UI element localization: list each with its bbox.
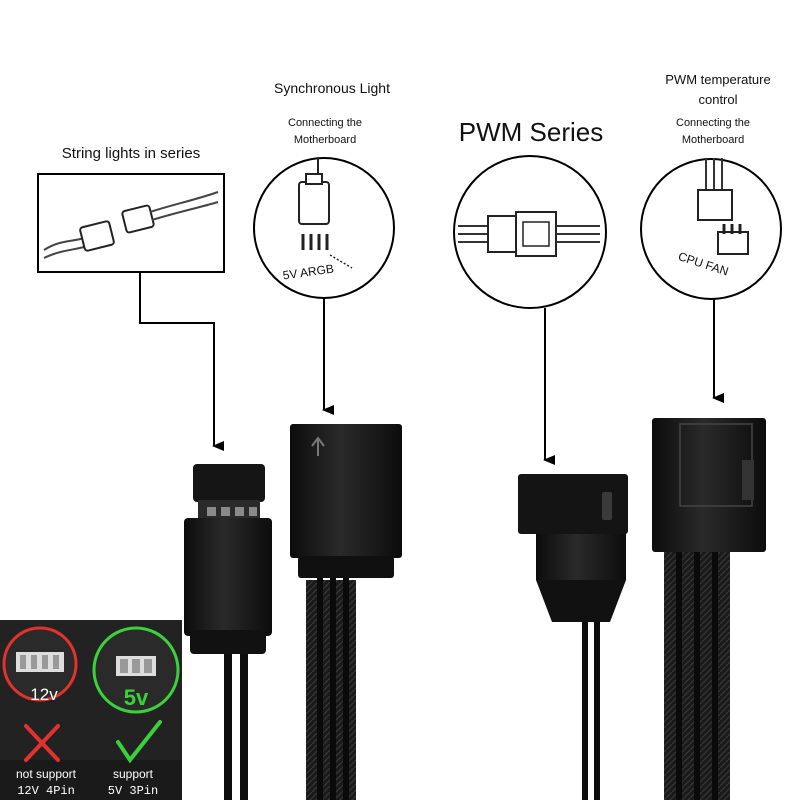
- pwm-temp-label-line1: PWM temperature: [665, 72, 770, 87]
- inset-left-caption-line2: 12V 4Pin: [17, 784, 75, 798]
- sync-connect-label-line1: Connecting the: [288, 117, 362, 129]
- arrows: [139, 272, 724, 465]
- pwm-connect-label-line1: Connecting the: [676, 117, 750, 129]
- inset-right-caption-line1: support: [113, 767, 154, 781]
- pwm-series-title: PWM Series: [459, 117, 603, 147]
- inset-left-caption-line1: not support: [16, 767, 77, 781]
- argb-female-connector: [290, 424, 402, 800]
- pwm-3pin-connector: [518, 474, 628, 800]
- supported-check-icon: [116, 720, 162, 764]
- inset-left-voltage: 12v: [30, 685, 58, 704]
- cpu-fan-circle: CPU FAN: [640, 158, 782, 300]
- string-lights-label: String lights in series: [62, 145, 200, 162]
- argb-motherboard-circle: 5V ARGB: [253, 157, 395, 299]
- pwm-connector-circle: [453, 155, 607, 309]
- inset-right-voltage: 5v: [124, 685, 149, 710]
- sync-light-label: Synchronous Light: [274, 80, 390, 96]
- cpu-fan-connector: [652, 418, 766, 800]
- inset-right-caption-line2: 5V 3Pin: [108, 784, 158, 798]
- arrow-string-lights: [139, 272, 224, 451]
- pwm-temp-label-line2: control: [698, 92, 737, 107]
- sync-connect-label-line2: Motherboard: [294, 134, 356, 146]
- argb-inline-connector: [184, 464, 272, 800]
- pwm-connect-label-line2: Motherboard: [682, 134, 744, 146]
- string-lights-box: [37, 173, 225, 273]
- voltage-inset: 12v 5v not support 12V 4Pin support 5V 3…: [0, 620, 182, 800]
- not-supported-icon: [24, 724, 60, 762]
